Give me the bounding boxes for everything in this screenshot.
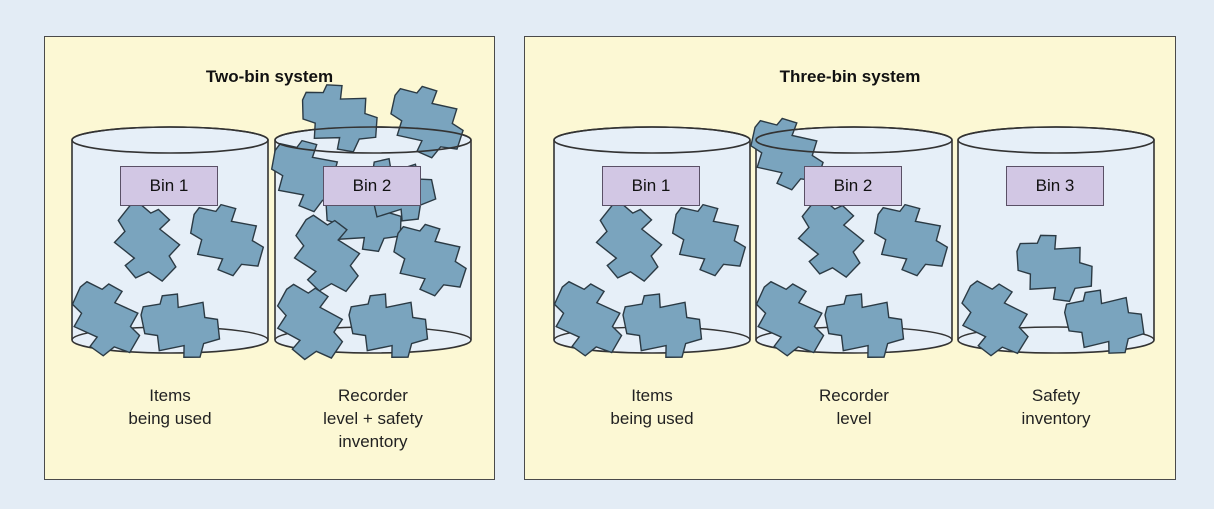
bin-caption: Items being used <box>70 384 270 430</box>
bin-rim <box>755 126 953 154</box>
bin-label: Bin 2 <box>804 166 902 206</box>
bin-caption: Safety inventory <box>956 384 1156 430</box>
bin-label: Bin 3 <box>1006 166 1104 206</box>
two-bin-bin-2: Bin 2 <box>270 84 473 366</box>
caption-line: Recorder <box>338 386 408 405</box>
caption-line: level <box>836 409 872 428</box>
item-shape <box>824 293 905 358</box>
panel-title: Two-bin system <box>205 67 334 86</box>
item-shape <box>755 280 825 357</box>
caption-line: Items <box>149 386 191 405</box>
caption-line: being used <box>128 409 212 428</box>
item-shape <box>1063 289 1145 354</box>
item-shape <box>140 293 221 358</box>
item-shape <box>553 280 623 357</box>
item-shape <box>1016 234 1093 303</box>
item-shape <box>189 203 265 277</box>
bin-cylinder <box>750 117 953 358</box>
bin-rim <box>553 126 751 154</box>
item-shape <box>276 283 344 361</box>
bin-label: Bin 1 <box>602 166 700 206</box>
bin-rim <box>957 126 1155 154</box>
caption-line: inventory <box>338 432 408 451</box>
item-shape <box>671 203 747 277</box>
caption-line: inventory <box>1021 409 1091 428</box>
item-shape <box>873 203 949 277</box>
item-shape <box>348 293 429 358</box>
panel-title: Three-bin system <box>779 67 921 86</box>
item-shape <box>301 84 378 153</box>
bin-cylinder <box>957 126 1155 357</box>
item-shape <box>393 223 467 297</box>
item-shape <box>113 201 181 282</box>
bin-rim <box>274 126 472 154</box>
caption-line: Items <box>631 386 673 405</box>
item-shape <box>595 201 663 282</box>
caption-line: level + safety <box>323 409 423 428</box>
bin-cylinder <box>270 84 472 361</box>
three-bin-bin-2: Bin 2 <box>750 117 954 366</box>
bin-caption: Recorder level + safety inventory <box>273 384 473 453</box>
caption-line: Recorder <box>819 386 889 405</box>
item-shape <box>961 280 1029 357</box>
item-shape <box>797 197 865 278</box>
caption-line: Safety <box>1031 386 1081 405</box>
three-bin-bin-3: Bin 3 <box>956 126 1156 366</box>
item-shape <box>622 293 703 358</box>
bin-caption: Recorder level <box>754 384 954 430</box>
bin-cylinder <box>71 126 269 358</box>
item-shape <box>293 214 361 293</box>
three-bin-bin-1: Bin 1 <box>552 126 752 366</box>
two-bin-bin-1: Bin 1 <box>70 126 270 366</box>
bin-label: Bin 1 <box>120 166 218 206</box>
bin-label: Bin 2 <box>323 166 421 206</box>
bin-cylinder <box>553 126 751 358</box>
bin-rim <box>71 126 269 154</box>
bin-caption: Items being used <box>552 384 752 430</box>
caption-line: being used <box>610 409 694 428</box>
item-shape <box>71 280 141 357</box>
